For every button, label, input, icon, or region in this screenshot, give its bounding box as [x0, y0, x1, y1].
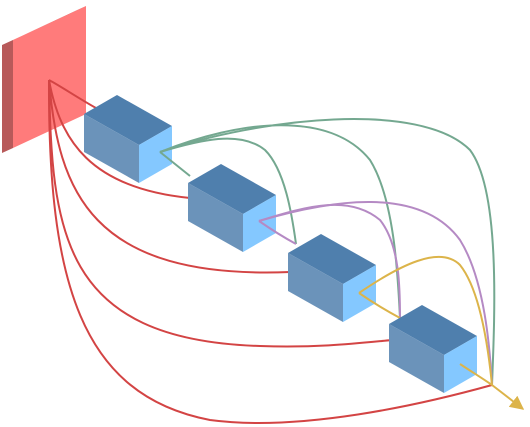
edge-source-output: [47, 79, 493, 424]
block-1-top: [84, 95, 172, 145]
block-3-top: [288, 234, 376, 284]
output-edges: [459, 363, 525, 410]
edge-source-block-2: [48, 79, 191, 199]
red-edges: [47, 79, 493, 424]
block-2: [188, 164, 276, 252]
edge-block-3-output: [358, 256, 493, 386]
edge-source-block-1: [48, 79, 97, 109]
block-3-left: [288, 253, 343, 322]
block-1-right: [139, 126, 172, 183]
edge-block-4-output: [459, 363, 493, 386]
source-plane-side: [2, 40, 13, 153]
block-1: [84, 95, 172, 183]
edge-block-2-output: [258, 201, 493, 386]
edge-block-3-block-4: [358, 292, 401, 319]
source-plane-front: [13, 6, 86, 148]
edge-source-block-3: [48, 79, 291, 274]
block-2-right: [243, 195, 276, 252]
block-4-top: [389, 305, 477, 355]
edge-block-2-block-3: [258, 220, 297, 245]
source-plane: [2, 6, 86, 153]
yellow-edges: [358, 256, 493, 386]
edge-block-1-output: [159, 118, 496, 386]
block-2-left: [188, 183, 243, 252]
block-2-top: [188, 164, 276, 214]
edge-source-block-4: [48, 79, 393, 348]
block-4-left: [389, 324, 444, 393]
output-arrow: [491, 384, 525, 410]
block-1-left: [84, 114, 139, 183]
edge-block-1-block-2: [159, 151, 191, 177]
edge-block-1-block-3: [159, 137, 297, 245]
block-3: [288, 234, 376, 322]
block-4: [389, 305, 477, 393]
purple-edges: [258, 201, 493, 386]
